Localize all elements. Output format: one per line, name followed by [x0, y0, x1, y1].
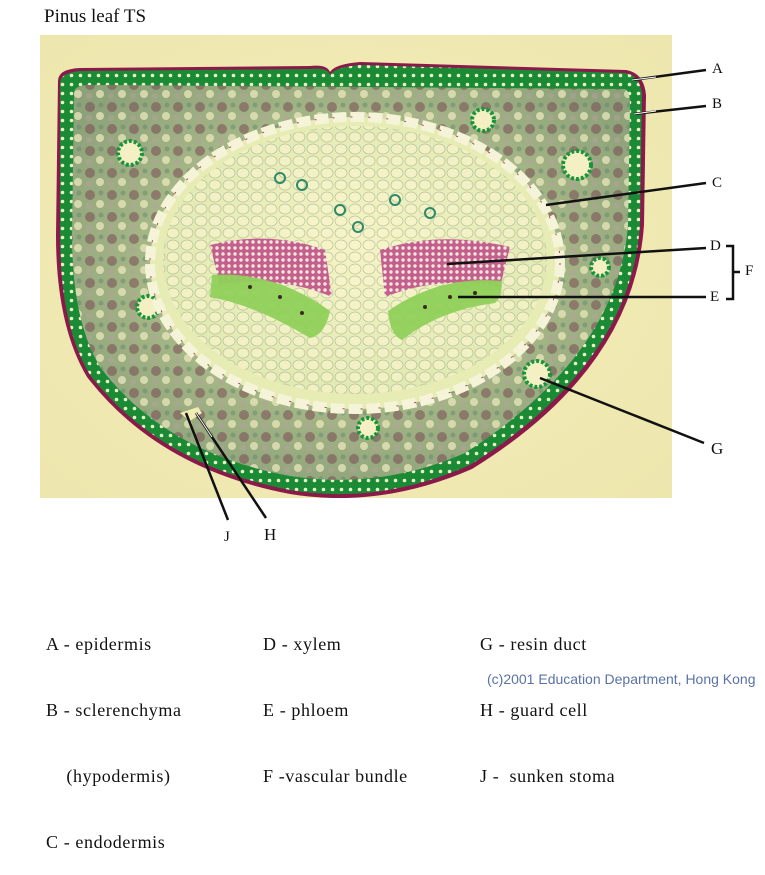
label-d: D: [710, 238, 721, 254]
legend-item-e: E - phloem: [263, 700, 349, 720]
micrograph: [40, 35, 672, 499]
label-b: B: [712, 96, 723, 112]
legend-item-d: D - xylem: [263, 634, 342, 654]
legend-item-h: H - guard cell: [480, 700, 588, 720]
label-g: G: [711, 439, 724, 458]
legend-item-b: B - sclerenchyma: [46, 700, 182, 720]
legend-item-b-note: (hypodermis): [46, 766, 171, 786]
legend-column-2: D - xylem E - phloem F -vascular bundle: [263, 589, 408, 809]
label-j: J: [224, 529, 230, 545]
label-c: C: [712, 175, 723, 191]
legend-column-1: A - epidermis B - sclerenchyma (hypoderm…: [46, 589, 182, 875]
legend-item-g: G - resin duct: [480, 634, 587, 654]
label-a: A: [712, 61, 723, 77]
legend-column-3: G - resin duct H - guard cell J - sunken…: [480, 589, 615, 809]
label-h: H: [264, 525, 277, 544]
copyright-credit: (c)2001 Education Department, Hong Kong: [487, 671, 756, 687]
figure-title: Pinus leaf TS: [44, 6, 147, 27]
label-f: F: [745, 263, 754, 279]
legend-item-f: F -vascular bundle: [263, 766, 408, 786]
label-e: E: [710, 289, 720, 305]
legend-item-a: A - epidermis: [46, 634, 152, 654]
legend-item-j: J - sunken stoma: [480, 766, 616, 786]
legend-item-c: C - endodermis: [46, 832, 166, 852]
